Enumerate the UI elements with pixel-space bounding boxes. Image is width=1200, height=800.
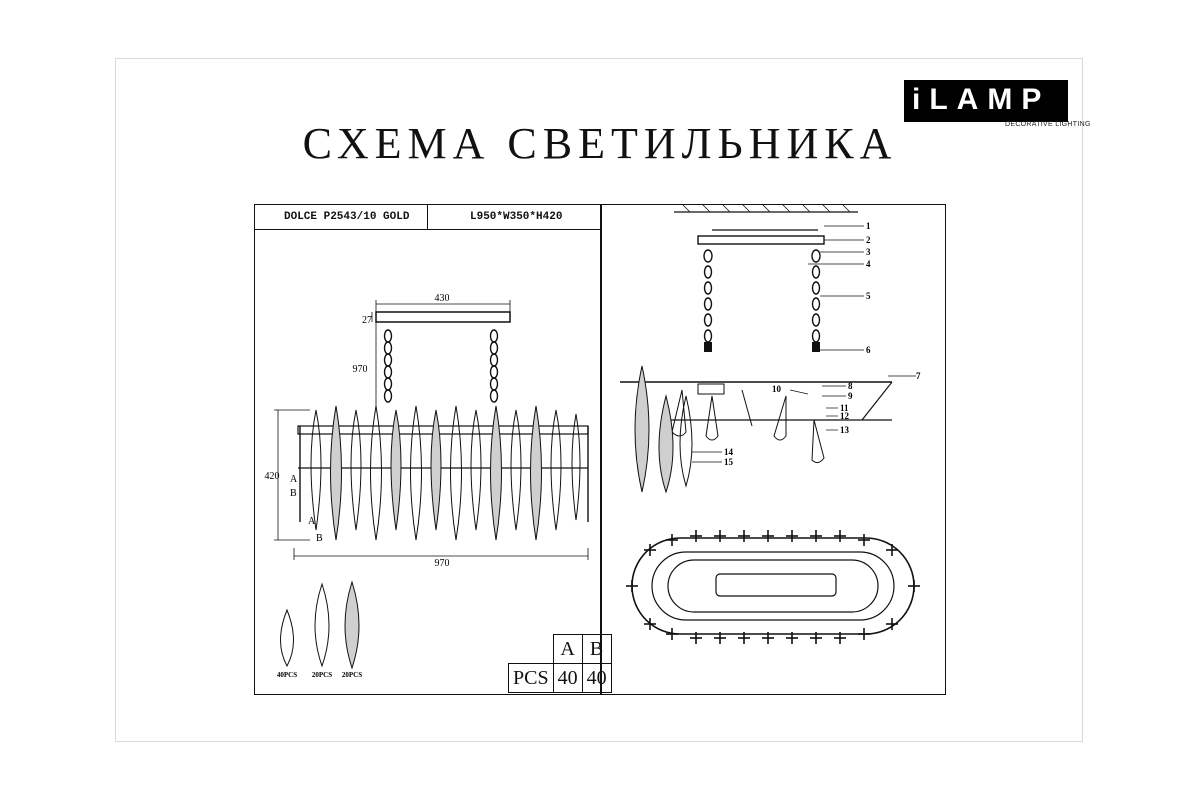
brand-logo: iLAMP: [904, 80, 1068, 122]
callout-14: 14: [724, 447, 734, 457]
crystal-type-a: [280, 608, 294, 668]
pcs-col-a: A: [552, 634, 583, 664]
callout-15: 15: [724, 457, 734, 467]
row-label-a1: A: [290, 474, 298, 485]
callout-2: 2: [866, 235, 871, 245]
pcs-value-a: 40: [552, 663, 583, 693]
pcs-table: A B PCS 40 40: [508, 634, 612, 693]
dim-canopy-width: 430: [435, 293, 450, 304]
callout-11: 11: [840, 403, 849, 413]
exploded-view-drawing: 1 2 3 4 5 6 7 8 9 10 11 12 13 14 15: [620, 203, 921, 644]
canopy-plate: [697, 235, 825, 245]
callout-4: 4: [866, 259, 871, 269]
callout-6: 6: [866, 345, 871, 355]
lamp-frame: [297, 425, 589, 435]
ring-6: [812, 342, 820, 352]
dim-canopy-height: 27: [362, 315, 372, 326]
frame-divider: [600, 204, 602, 695]
document-sheet: [115, 58, 1083, 742]
model-name: DOLCE P2543/10 GOLD: [254, 204, 428, 230]
row-label-b2: B: [316, 533, 323, 544]
crystals-exploded: [634, 365, 693, 494]
front-view-drawing: 430 27 970 420 A B A B: [265, 293, 589, 679]
bulb-holders: [671, 389, 825, 464]
pcs-row-label: PCS: [508, 663, 554, 693]
callout-12: 12: [840, 411, 850, 421]
chain-right: [489, 329, 499, 403]
canopy: [375, 311, 511, 323]
logo-tagline: DECORATIVE LIGHTING: [1005, 121, 1091, 128]
pcs-value-b: 40: [581, 663, 612, 693]
row-label-a2: A: [308, 516, 316, 527]
chain-left: [383, 329, 393, 403]
callout-13: 13: [840, 425, 850, 435]
pcs-col-b: B: [581, 634, 612, 664]
dim-total-height: 420: [265, 471, 280, 482]
callout-1: 1: [866, 221, 871, 231]
dim-bottom-width: 970: [435, 558, 450, 569]
crystal-c-qty: 20PCS: [342, 671, 362, 679]
callout-8: 8: [848, 381, 853, 391]
callout-10: 10: [772, 384, 782, 394]
callout-5: 5: [866, 291, 871, 301]
callout-9: 9: [848, 391, 853, 401]
logo-text: iLAMP: [912, 83, 1051, 116]
row-label-b1: B: [290, 488, 297, 499]
crystal-row-front: [310, 405, 581, 541]
callout-3: 3: [866, 247, 871, 257]
top-view-crystal-marks: [626, 530, 920, 644]
top-view: [631, 537, 915, 635]
crystal-b-qty: 20PCS: [312, 671, 332, 679]
callout-leaders: [692, 225, 916, 463]
model-dimensions: L950*W350*H420: [428, 204, 600, 230]
crystal-a-qty: 40PCS: [277, 671, 297, 679]
crystal-type-b: [314, 582, 330, 668]
callout-7: 7: [916, 371, 921, 381]
crystal-type-c: [344, 580, 360, 670]
chains-exploded: [703, 249, 821, 343]
page-title: СХЕМА СВЕТИЛЬНИКА: [302, 119, 898, 168]
dim-chain-length: 970: [353, 364, 368, 375]
